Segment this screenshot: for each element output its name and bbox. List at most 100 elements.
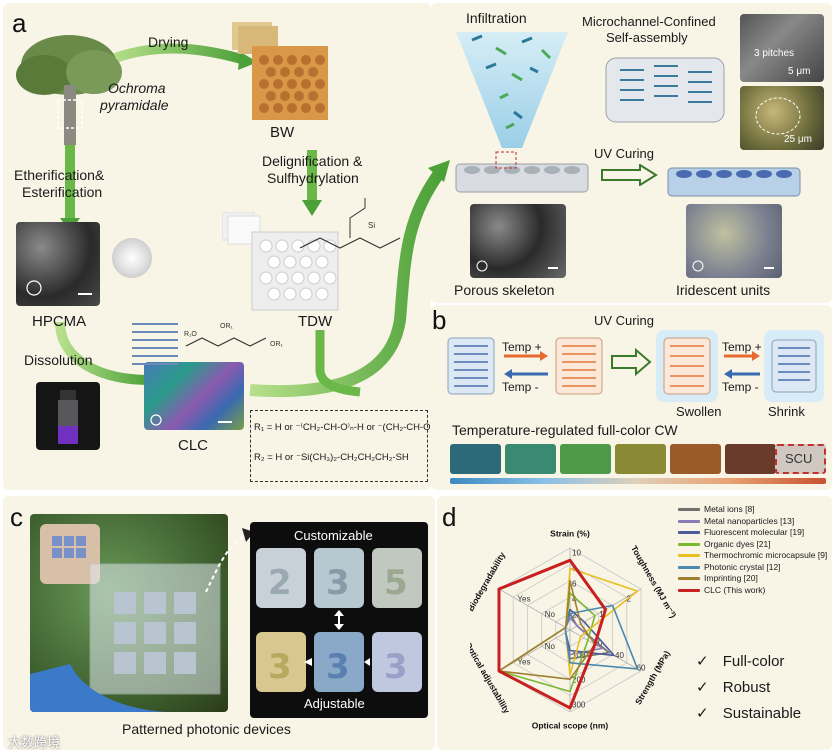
label-ether-2: Esterification bbox=[22, 184, 103, 200]
hpcma-sem-image bbox=[16, 222, 100, 306]
label-shrink: Shrink bbox=[768, 404, 805, 419]
legend-label: Metal nanoparticles [13] bbox=[704, 515, 795, 526]
microchannel-cylinder bbox=[605, 57, 725, 123]
svg-text:OR₁: OR₁ bbox=[220, 323, 234, 330]
label-temp-plus-1: Temp + bbox=[502, 340, 542, 354]
label-clc: CLC bbox=[178, 437, 209, 454]
legend-label: Photonic crystal [12] bbox=[704, 561, 781, 572]
radar-tick-label: Yes bbox=[517, 595, 530, 604]
label-ether-1: Etherification& bbox=[14, 167, 105, 183]
check-full-color: ✓ Full-color bbox=[696, 652, 784, 670]
legend-swatch bbox=[678, 554, 700, 558]
legend-label: CLC (This work) bbox=[704, 584, 766, 595]
cw-square-4 bbox=[615, 444, 666, 474]
check-label: Full-color bbox=[722, 653, 785, 670]
clc-image bbox=[144, 362, 244, 430]
arrow-merge bbox=[249, 168, 445, 398]
radar-axis-label: Toughness (MJ m⁻³) bbox=[629, 544, 679, 620]
tdw-image bbox=[222, 212, 339, 311]
legend-swatch bbox=[678, 588, 700, 592]
hpcma-powder-image bbox=[112, 238, 152, 278]
r-groups-box bbox=[250, 410, 428, 482]
flow-arrows bbox=[55, 43, 450, 398]
cw-title: Temperature-regulated full-color CW bbox=[452, 422, 678, 438]
label-porous: Porous skeleton bbox=[454, 282, 555, 298]
svg-text:3: 3 bbox=[326, 563, 350, 603]
panel-d bbox=[437, 496, 832, 750]
legend-swatch bbox=[678, 577, 700, 581]
radar-axis-label: Strain (%) bbox=[550, 528, 590, 538]
legend-swatch bbox=[678, 519, 700, 523]
label-drying: Drying bbox=[148, 34, 189, 50]
radar-tick-label: 300 bbox=[572, 701, 586, 710]
r2-definition: R₂ = H or ⁻Si(CH₃)₂-CH₂CH₂CH₂-SH bbox=[254, 452, 409, 463]
label-iridescent: Iridescent units bbox=[676, 282, 771, 298]
label-swollen: Swollen bbox=[676, 404, 722, 419]
legend-label: Fluorescent molecular [19] bbox=[704, 527, 805, 537]
legend-swatch bbox=[678, 508, 700, 512]
iridescent-pom-image bbox=[686, 204, 782, 278]
porous-scaffold-3d bbox=[455, 151, 589, 193]
svg-text:R₁O: R₁O bbox=[184, 331, 197, 338]
r1-definition: R₁ = H or ⁻⁽CH₂-CH-O⁾ₙ-H or ⁻(CH₂-CH-O)ₘ… bbox=[254, 422, 521, 433]
radar-tick-label: 60 bbox=[637, 663, 646, 672]
check-label: Sustainable bbox=[722, 705, 802, 722]
label-scu: SCU bbox=[785, 451, 813, 466]
cw-square-5 bbox=[670, 444, 721, 474]
label-delig-2: Sulfhydrylation bbox=[267, 170, 359, 186]
label-temp-minus-1: Temp - bbox=[502, 380, 539, 394]
balsa-tree-image bbox=[16, 35, 122, 145]
radar-tick-label: 2 bbox=[572, 611, 577, 620]
radar-tick-label: 2 bbox=[627, 595, 632, 604]
watermark: 大数跨境 bbox=[8, 735, 61, 750]
radar-tick-label: 200 bbox=[572, 676, 586, 685]
porous-sem-image bbox=[470, 204, 566, 278]
clc-molecule: R₁O OR₁ OR₁ bbox=[184, 323, 284, 348]
radar-tick-label: 100 bbox=[572, 651, 586, 660]
label-dissolution: Dissolution bbox=[24, 352, 93, 368]
cw-square-2 bbox=[505, 444, 556, 474]
caption-patterned: Patterned photonic devices bbox=[122, 721, 291, 737]
balsa-wood-image bbox=[232, 22, 328, 120]
label-tdw: TDW bbox=[298, 313, 333, 330]
panel-b-letter: b bbox=[432, 305, 447, 335]
temperature-gradient-bar bbox=[450, 478, 826, 484]
uv-arrow-a bbox=[601, 164, 658, 186]
label-hpcma: HPCMA bbox=[32, 313, 87, 330]
legend-item: CLC (This work) bbox=[678, 585, 765, 596]
legend-label: Imprinting [20] bbox=[704, 573, 758, 583]
svg-text:3: 3 bbox=[326, 647, 350, 687]
label-customizable: Customizable bbox=[294, 528, 373, 543]
checkmark-icon: ✓ bbox=[696, 653, 709, 670]
patterned-device-photo bbox=[30, 514, 228, 712]
radar-series-line bbox=[497, 558, 607, 710]
check-sustainable: ✓ Sustainable bbox=[696, 704, 801, 722]
svg-text:2: 2 bbox=[268, 563, 292, 603]
label-mcsa-1: Microchannel-Confined bbox=[582, 14, 716, 29]
radar-tick-label: 40 bbox=[615, 651, 624, 660]
cw-strip: SCU bbox=[450, 444, 826, 474]
legend-item: Thermochromic microcapsule [9] bbox=[678, 550, 827, 561]
radar-tick-label: No bbox=[545, 642, 556, 651]
radar-axis-label: Optical adjustability bbox=[470, 640, 512, 715]
check-robust: ✓ Robust bbox=[696, 678, 770, 696]
svg-text:3: 3 bbox=[384, 647, 408, 687]
svg-text:OR₁: OR₁ bbox=[270, 341, 284, 348]
clc-helix bbox=[132, 323, 178, 365]
legend-label: Organic dyes [21] bbox=[704, 538, 771, 549]
check-label: Robust bbox=[722, 679, 771, 696]
radar-axis-label: Optical scope (nm) bbox=[532, 720, 609, 730]
arrow-drying bbox=[108, 43, 247, 65]
legend-item: Photonic crystal [12] bbox=[678, 562, 781, 573]
label-pitches: 3 pitches bbox=[754, 48, 795, 59]
vial-image bbox=[36, 382, 100, 450]
thermal-response-schematic bbox=[447, 330, 824, 402]
label-mcsa-2: Self-assembly bbox=[606, 30, 688, 45]
label-adjustable: Adjustable bbox=[304, 696, 365, 711]
radar-tick-label: 6 bbox=[572, 580, 577, 589]
arrow-dissolution bbox=[55, 321, 151, 385]
scale-5um: 5 μm bbox=[788, 66, 811, 77]
cw-square-6 bbox=[725, 444, 776, 474]
svg-text:5: 5 bbox=[384, 563, 408, 603]
